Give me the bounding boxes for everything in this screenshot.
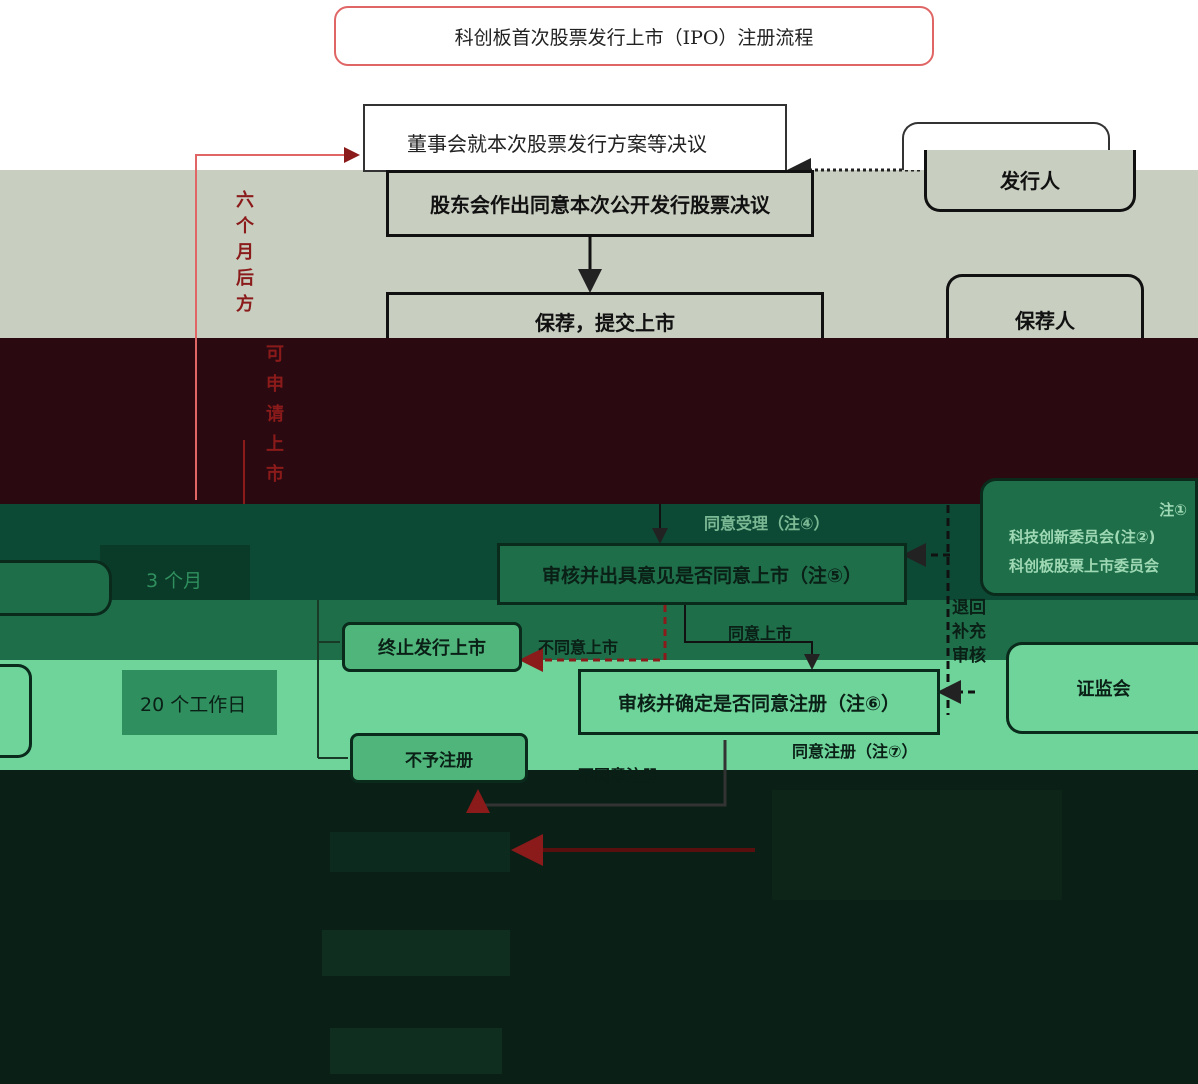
committee-line-2: 科创板股票上市委员会 (1009, 556, 1160, 575)
terminate-node: 终止发行上市 (342, 622, 522, 672)
register-decision-text: 审核并确定是否同意注册（注⑥） (617, 692, 901, 715)
left-edge-node (0, 560, 112, 616)
review-opinion-node: 审核并出具意见是否同意上市（注⑤） (497, 543, 907, 605)
six-month-bracket (195, 147, 360, 500)
green-band-mid (0, 600, 1198, 660)
six-month-label-cont: 可 申 请 上 市 (266, 344, 284, 485)
accept-label: 同意受理（注④） (704, 514, 830, 533)
bottom-node-2 (322, 930, 510, 976)
arrow-register-to-no-register (466, 740, 727, 813)
dark-band (0, 338, 1198, 504)
shareholder-resolution-node: 股东会作出同意本次公开发行股票决议 (386, 170, 814, 237)
exchange-note: 注① (1159, 500, 1187, 519)
review-opinion-text: 审核并出具意见是否同意上市（注⑤） (541, 564, 863, 587)
twenty-days-label: 20 个工作日 (140, 694, 247, 716)
register-decision-node: 审核并确定是否同意注册（注⑥） (578, 669, 940, 735)
no-register-text: 不予注册 (405, 750, 473, 771)
diagram-title: 科创板首次股票发行上市（IPO）注册流程 (334, 6, 934, 66)
sponsor-node: 保荐人 (946, 274, 1144, 338)
sponsor-submit-node: 保荐，提交上市 (386, 292, 824, 338)
bottom-node-1 (330, 832, 510, 872)
csrc-node: 证监会 (1006, 642, 1198, 734)
no-register-node: 不予注册 (350, 733, 528, 783)
sponsor-submit-text: 保荐，提交上市 (535, 311, 675, 335)
issuer-text: 发行人 (1000, 169, 1060, 193)
issuer-node: 发行人 (924, 150, 1136, 212)
left-patch (100, 545, 250, 600)
shareholder-resolution-text: 股东会作出同意本次公开发行股票决议 (430, 193, 770, 217)
agree-listing-label: 同意上市 (728, 624, 793, 643)
board-resolution-text: 董事会就本次股票发行方案等决议 (407, 132, 707, 156)
agree-register-label: 同意注册（注⑦） (792, 742, 918, 761)
three-months-label: 3 个月 (146, 570, 203, 592)
sponsor-text: 保荐人 (1015, 309, 1075, 333)
committee-line-1: 科技创新委员会(注②) (1009, 527, 1156, 546)
arrow-review-to-terminate (519, 605, 667, 672)
disagree-register-label: 不同意注册 (578, 766, 659, 785)
disagree-listing-label: 不同意上市 (538, 638, 619, 657)
bottom-node-3 (330, 1028, 502, 1074)
terminate-text: 终止发行上市 (378, 638, 486, 659)
left-edge-node-2 (0, 664, 32, 758)
arrow-review-to-register (684, 605, 820, 670)
title-text: 科创板首次股票发行上市（IPO）注册流程 (454, 26, 814, 49)
returned-review-label: 退回 补充 审核 (952, 598, 986, 666)
timeline-row-20 (122, 670, 277, 735)
committee-node: 注① 科技创新委员会(注②) 科创板股票上市委员会 (980, 478, 1198, 596)
csrc-text: 证监会 (1076, 679, 1131, 700)
bottom-right-panel (772, 790, 1062, 900)
board-resolution-node: 董事会就本次股票发行方案等决议 (363, 104, 787, 172)
six-month-label: 六 个 月 后 方 (236, 190, 254, 315)
